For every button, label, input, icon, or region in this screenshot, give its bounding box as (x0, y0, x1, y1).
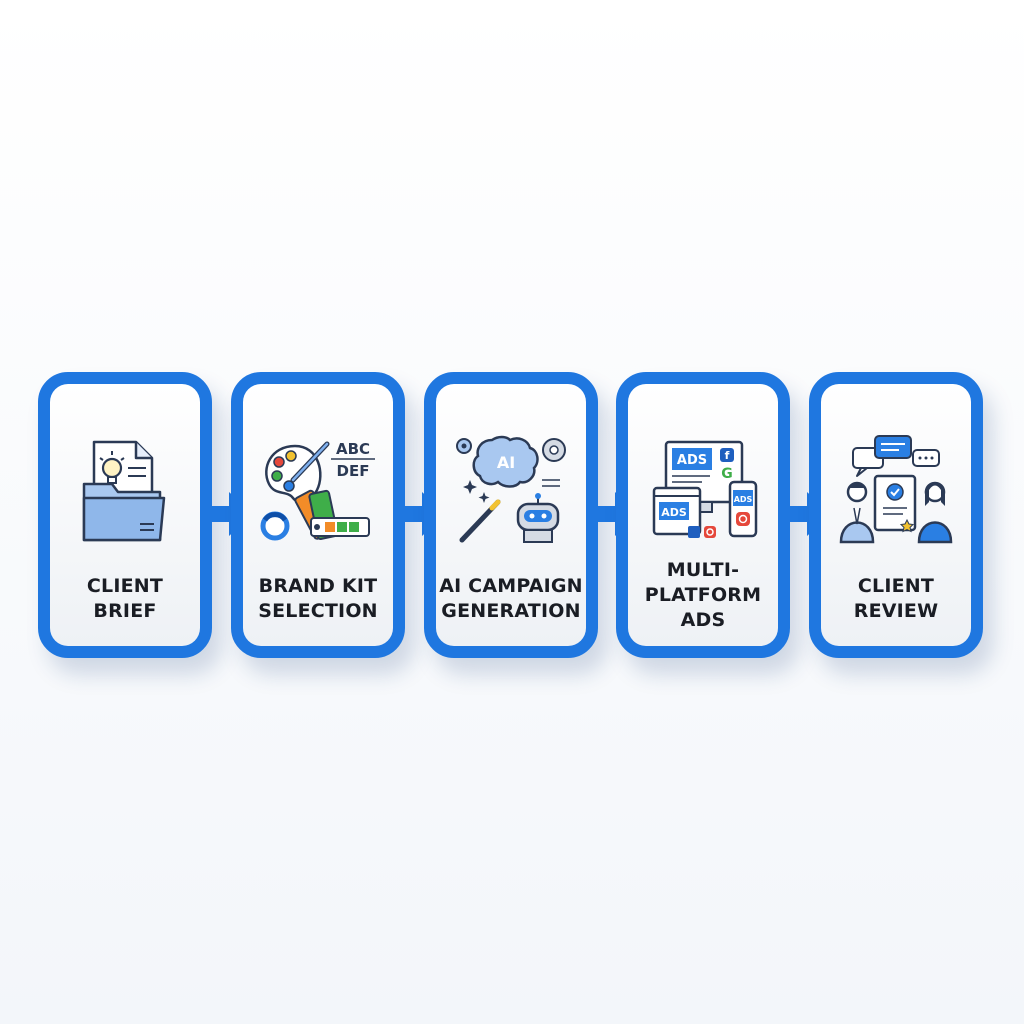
ai-generation-icon: AI (448, 432, 574, 552)
google-icon: G (721, 466, 733, 482)
step-card (436, 384, 586, 646)
step-client-brief: CLIENT BRIEF (38, 372, 212, 658)
step-multi-platform-ads: ADS f G ADS ADS MULTI- PLA (616, 372, 790, 658)
step-brand-kit-selection: ABC DEF BRAND KIT SELECTION (231, 372, 405, 658)
step-label: BRAND KIT SELECTION (258, 575, 378, 622)
ads-label: ADS (677, 453, 707, 468)
step-label: AI CAMPAIGN GENERATION (439, 575, 583, 622)
client-review-icon (833, 432, 959, 552)
ads-label: ADS (734, 495, 753, 504)
facebook-icon: f (725, 449, 730, 462)
step-label: CLIENT REVIEW (853, 575, 939, 622)
typography-top: ABC (336, 440, 370, 458)
client-brief-icon (62, 432, 188, 552)
step-label: MULTI- PLATFORM ADS (644, 559, 762, 631)
step-ai-campaign-generation: AI AI CAMPAIGN GENERATION (424, 372, 598, 658)
ads-label: ADS (661, 506, 687, 519)
step-client-review: CLIENT REVIEW (809, 372, 983, 658)
multi-platform-ads-icon: ADS f G ADS ADS (640, 432, 766, 552)
typography-bottom: DEF (337, 462, 370, 480)
brand-kit-icon: ABC DEF (255, 432, 381, 552)
step-label: CLIENT BRIEF (86, 575, 164, 622)
ai-brain-text: AI (497, 453, 515, 472)
